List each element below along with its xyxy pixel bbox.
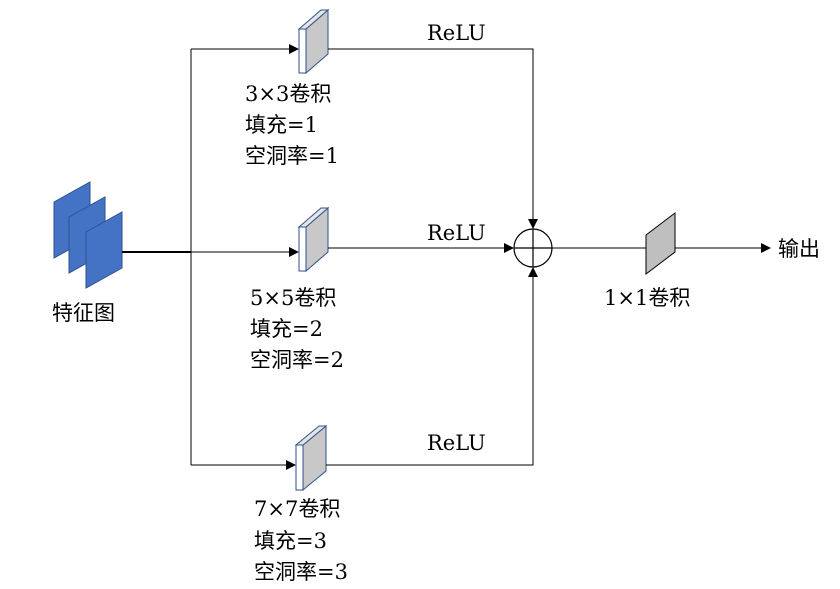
- branch-2-conv-label: 5×5卷积: [250, 286, 337, 310]
- branch-1-padding-label: 填充=1: [245, 113, 318, 137]
- feature-map-stack: [53, 181, 123, 289]
- branch-1: [191, 8, 538, 229]
- final-conv-label: 1×1卷积: [604, 286, 691, 310]
- branch-3: [191, 267, 538, 492]
- branch-1-out-line: [328, 48, 538, 229]
- branch-3-out-line: [326, 267, 538, 466]
- branch-2-dilation-label: 空洞率=2: [250, 348, 344, 372]
- branch-3-dilation-label: 空洞率=3: [254, 560, 348, 584]
- branch-1-activation-label: ReLU: [427, 21, 486, 45]
- branch-2: [191, 206, 514, 273]
- output-label: 输出: [778, 237, 820, 261]
- branch-2-activation-label: ReLU: [427, 221, 486, 245]
- input-label: 特征图: [52, 301, 115, 325]
- branch-3-conv-block: [294, 424, 328, 492]
- branch-2-conv-front: [298, 226, 307, 272]
- branch-1-conv-front: [298, 28, 307, 74]
- branch-2-conv-block: [297, 206, 330, 273]
- branch-1-dilation-label: 空洞率=1: [245, 144, 339, 168]
- branch-2-padding-label: 填充=2: [250, 317, 323, 341]
- branch-1-conv-block: [297, 8, 330, 75]
- feature-map-card-3: [85, 211, 123, 289]
- branch-3-padding-label: 填充=3: [254, 529, 327, 553]
- add-circle-icon: [513, 228, 553, 268]
- branch-3-conv-front: [295, 444, 304, 491]
- branch-3-activation-label: ReLU: [427, 431, 486, 455]
- branch-3-conv-label: 7×7卷积: [254, 497, 341, 521]
- branch-1-conv-label: 3×3卷积: [245, 82, 332, 106]
- final-1x1-conv-block: [645, 211, 676, 276]
